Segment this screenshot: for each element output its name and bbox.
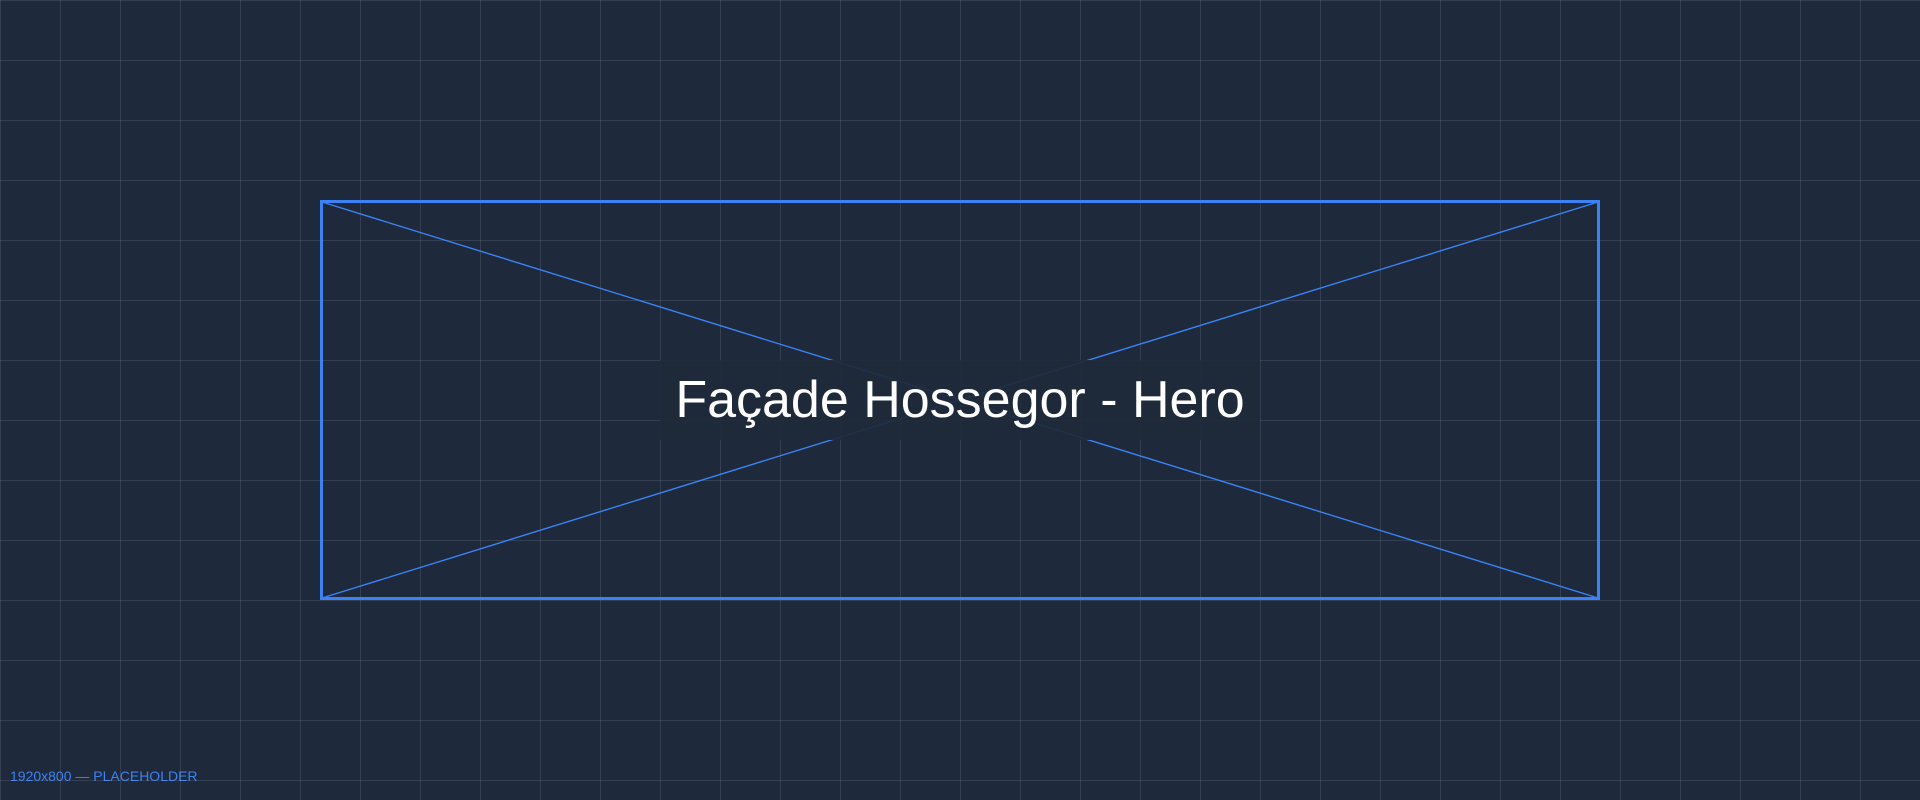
dimensions-note: 1920x800 — PLACEHOLDER	[10, 768, 198, 784]
placeholder-frame	[320, 200, 1600, 600]
title-label-panel: Façade Hossegor - Hero	[660, 360, 1260, 440]
placeholder-title: Façade Hossegor - Hero	[675, 371, 1245, 429]
